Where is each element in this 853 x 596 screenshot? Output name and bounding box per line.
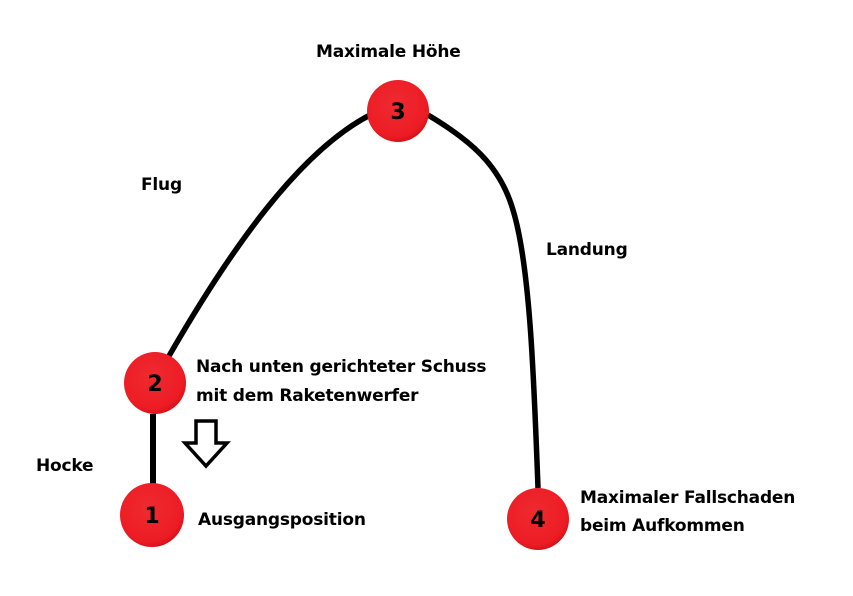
node-3-label: Maximale Höhe (316, 42, 461, 62)
phase-landing-label: Landung (546, 240, 628, 260)
node-1: 1 (120, 483, 184, 547)
node-2-label-line-2: mit dem Raketenwerfer (196, 386, 419, 406)
node-4-label-line-1: Maximaler Fallschaden (580, 488, 796, 508)
node-2-label-line-1: Nach unten gerichteter Schuss (196, 357, 487, 377)
phase-crouch-label: Hocke (36, 456, 94, 476)
node-4-label-line-2: beim Aufkommen (580, 516, 745, 536)
node-1-number: 1 (144, 504, 159, 529)
landing-path (426, 112, 541, 489)
node-2-number: 2 (147, 372, 162, 397)
node-4: 4 (507, 488, 569, 550)
flight-path (166, 111, 374, 358)
node-1-circle (120, 483, 184, 547)
node-2-circle (124, 352, 186, 414)
node-4-circle (507, 488, 569, 550)
node-3-number: 3 (390, 100, 405, 125)
node-4-number: 4 (530, 508, 545, 533)
down-arrow-icon (181, 419, 231, 469)
node-2: 2 (124, 352, 186, 414)
node-3: 3 (367, 80, 429, 142)
phase-flight-label: Flug (141, 175, 182, 195)
node-1-label: Ausgangsposition (198, 510, 366, 530)
node-3-circle (367, 80, 429, 142)
